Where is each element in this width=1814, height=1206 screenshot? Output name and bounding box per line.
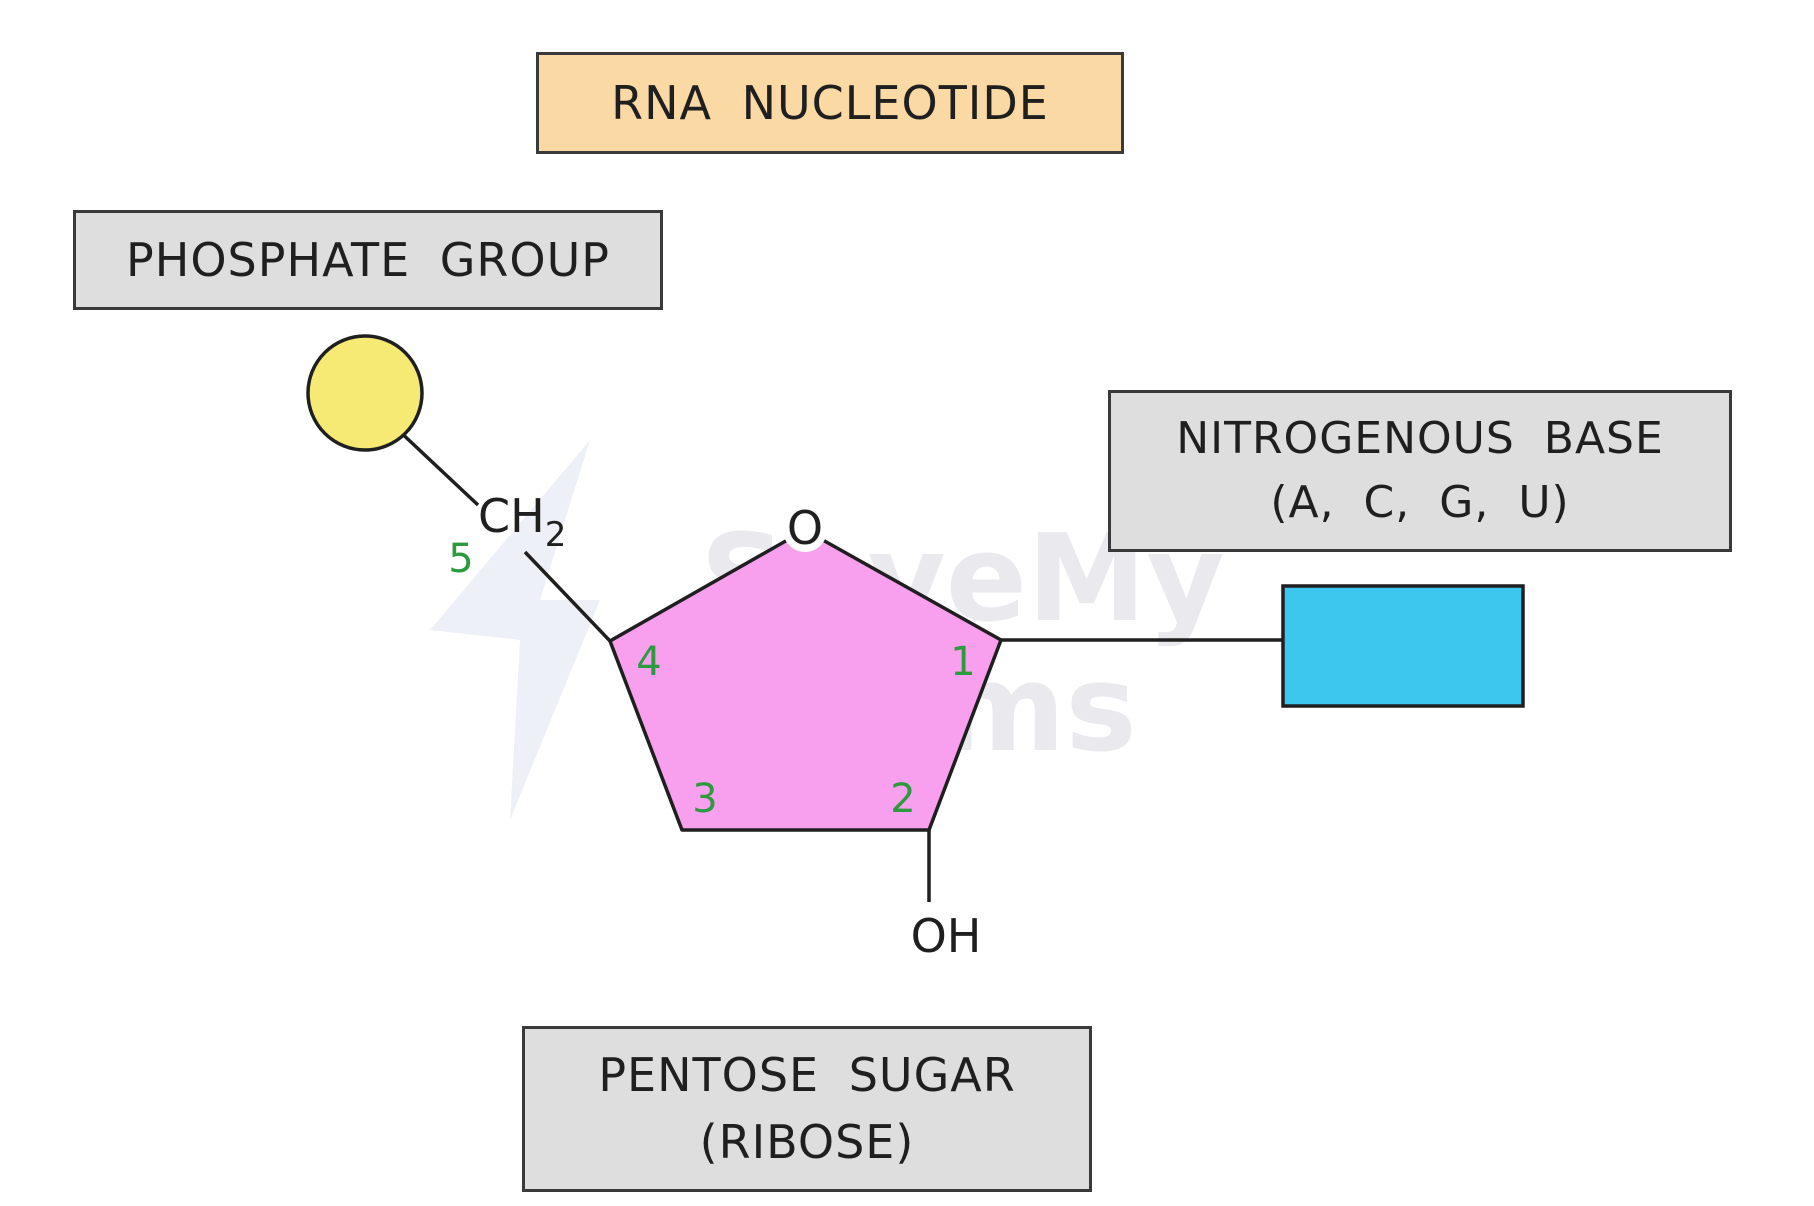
- hydroxyl-label: OH: [911, 909, 982, 963]
- ring-oxygen-gap: [783, 508, 827, 552]
- carbon-number-4: 4: [636, 639, 661, 685]
- pentose-sugar-type: (RIBOSE): [699, 1115, 915, 1169]
- carbon-number-5: 5: [448, 536, 473, 582]
- carbon-number-3: 3: [692, 776, 717, 822]
- phosphate-circle: [306, 334, 424, 452]
- watermark-logo-icon: [430, 440, 600, 820]
- nitrogenous-base-types: (A, C, G, U): [1270, 477, 1570, 528]
- phosphate-bond-line: [394, 426, 480, 507]
- carbon-number-2: 2: [890, 776, 915, 822]
- pentose-sugar-pentagon: [608, 528, 1003, 832]
- ch2-to-c4-bond-line: [523, 550, 612, 643]
- ring-oxygen-label: O: [787, 501, 823, 555]
- ch2-label: CH2: [478, 489, 566, 555]
- pentose-sugar-label: PENTOSE SUGAR: [598, 1048, 1016, 1103]
- nitrogenous-base-rect: [1281, 584, 1525, 708]
- ch2-subscript: 2: [545, 515, 567, 555]
- phosphate-group-label-box: PHOSPHATE GROUP: [73, 210, 663, 310]
- title-box: RNA NUCLEOTIDE: [536, 52, 1124, 154]
- nitrogenous-base-label: NITROGENOUS BASE: [1176, 413, 1664, 465]
- phosphate-group-label: PHOSPHATE GROUP: [126, 232, 610, 287]
- page-title: RNA NUCLEOTIDE: [611, 75, 1049, 130]
- pentose-sugar-label-box: PENTOSE SUGAR (RIBOSE): [522, 1026, 1092, 1192]
- carbon-number-1: 1: [950, 639, 975, 685]
- ch2-main: CH: [478, 489, 545, 543]
- nitrogenous-base-label-box: NITROGENOUS BASE (A, C, G, U): [1108, 390, 1732, 552]
